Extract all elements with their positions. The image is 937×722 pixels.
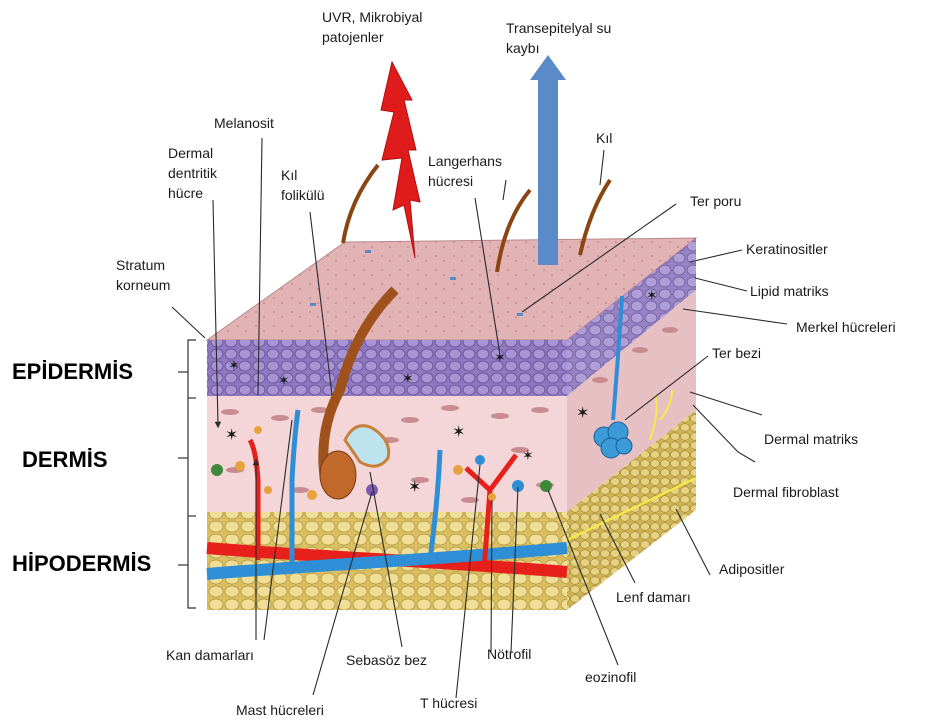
label-sebasoz-bez: Sebasöz bez <box>346 652 427 668</box>
svg-text:✶: ✶ <box>576 405 589 422</box>
label-dermis: DERMİS <box>22 447 108 472</box>
label-kan-damarlari: Kan damarları <box>166 647 254 663</box>
label-epidermis: EPİDERMİS <box>12 359 133 384</box>
svg-text:✶: ✶ <box>522 447 534 463</box>
label-dermal-dendritik-2: dentritik <box>168 165 218 181</box>
label-dermal-fibroblast: Dermal fibroblast <box>733 484 839 500</box>
label-stratum-2: korneum <box>116 277 170 293</box>
label-mast-hucreleri: Mast hücreleri <box>236 702 324 718</box>
hair-strand-1 <box>343 165 378 243</box>
label-merkel: Merkel hücreleri <box>796 319 896 335</box>
svg-text:✶: ✶ <box>452 424 465 441</box>
epidermis-layer <box>207 340 567 396</box>
label-lenf-damari: Lenf damarı <box>616 589 691 605</box>
label-notrofil: Nötrofil <box>487 646 531 662</box>
svg-text:✶: ✶ <box>408 479 421 496</box>
label-uvr-2: patojenler <box>322 29 384 45</box>
water-loss-arrow-icon <box>530 55 566 265</box>
label-tewl-2: kaybı <box>506 40 539 56</box>
svg-text:✶: ✶ <box>402 370 414 386</box>
label-t-hucresi: T hücresi <box>420 695 477 711</box>
label-dermal-dendritik-1: Dermal <box>168 145 213 161</box>
svg-text:✶: ✶ <box>225 427 238 444</box>
svg-text:✶: ✶ <box>228 357 240 373</box>
label-ter-poru: Ter poru <box>690 193 741 209</box>
label-stratum-1: Stratum <box>116 257 165 273</box>
label-eozinofil: eozinofil <box>585 669 636 685</box>
layer-brackets <box>178 340 196 608</box>
label-tewl-1: Transepitelyal su <box>506 20 611 36</box>
label-kil-folikulu-2: folikülü <box>281 187 325 203</box>
label-uvr-1: UVR, Mikrobiyal <box>322 9 422 25</box>
label-dermal-dendritik-3: hücre <box>168 185 203 201</box>
label-adipositler: Adipositler <box>719 561 785 577</box>
label-langerhans-2: hücresi <box>428 173 473 189</box>
label-dermal-matriks: Dermal matriks <box>764 431 858 447</box>
uv-bolt-icon <box>381 62 420 258</box>
svg-text:✶: ✶ <box>278 372 290 388</box>
label-hypodermis: HİPODERMİS <box>12 551 151 576</box>
label-ter-bezi: Ter bezi <box>712 345 761 361</box>
label-lipid-matriks: Lipid matriks <box>750 283 829 299</box>
label-melanosit: Melanosit <box>214 115 274 131</box>
label-kil: Kıl <box>596 130 612 146</box>
svg-text:✶: ✶ <box>646 287 658 303</box>
label-langerhans-1: Langerhans <box>428 153 502 169</box>
label-keratinositler: Keratinositler <box>746 241 828 257</box>
label-kil-folikulu-1: Kıl <box>281 167 297 183</box>
